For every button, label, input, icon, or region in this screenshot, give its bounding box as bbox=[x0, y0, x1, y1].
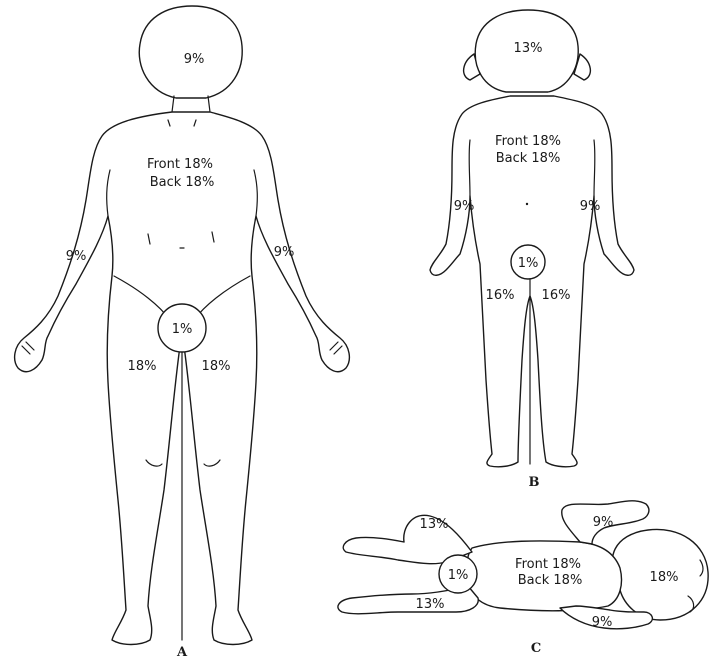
infant-trunk-back-label: Back 18% bbox=[518, 573, 583, 588]
child-trunk-front-label: Front 18% bbox=[495, 134, 561, 149]
adult-arm-right-label: 9% bbox=[274, 245, 295, 260]
adult-head-label: 9% bbox=[184, 52, 205, 67]
child-leg-right-label: 16% bbox=[542, 288, 571, 303]
infant-trunk-front-label: Front 18% bbox=[515, 557, 581, 572]
adult-arm-left-label: 9% bbox=[66, 249, 87, 264]
child-caption: B bbox=[529, 475, 540, 490]
child-arm-left-label: 9% bbox=[454, 199, 475, 214]
infant-lower-arm-label: 9% bbox=[592, 615, 613, 630]
adult-trunk-front-label: Front 18% bbox=[147, 157, 213, 172]
adult-leg-left-label: 18% bbox=[128, 359, 157, 374]
infant-perineum-label: 1% bbox=[448, 568, 469, 583]
adult-trunk-back-label: Back 18% bbox=[150, 175, 215, 190]
infant-head-label: 18% bbox=[650, 570, 679, 585]
infant-upper-arm-label: 9% bbox=[593, 515, 614, 530]
adult-leg-right-label: 18% bbox=[202, 359, 231, 374]
child-leg-left-label: 16% bbox=[486, 288, 515, 303]
adult-perineum-label: 1% bbox=[172, 322, 193, 337]
child-perineum-label: 1% bbox=[518, 256, 539, 271]
infant-lower-leg-label: 13% bbox=[416, 597, 445, 612]
child-head-label: 13% bbox=[514, 41, 543, 56]
child-figure bbox=[430, 10, 634, 467]
child-arm-right-label: 9% bbox=[580, 199, 601, 214]
child-trunk-back-label: Back 18% bbox=[496, 151, 561, 166]
adult-caption: A bbox=[176, 645, 188, 658]
infant-caption: C bbox=[531, 641, 541, 656]
infant-upper-leg-label: 13% bbox=[420, 517, 449, 532]
